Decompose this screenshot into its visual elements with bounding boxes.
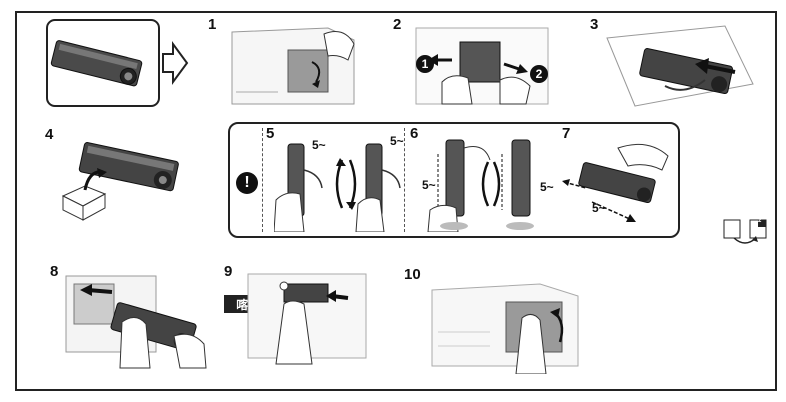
step-number-9: 9 bbox=[224, 263, 233, 280]
caution-divider bbox=[404, 128, 405, 232]
step-number-5: 5 bbox=[266, 125, 275, 142]
shake-count-label: 5~ bbox=[390, 134, 404, 148]
shake-count-label: 5~ bbox=[422, 178, 436, 192]
step-number-2: 2 bbox=[393, 16, 402, 33]
step-number-1: 1 bbox=[208, 16, 217, 33]
page-turn-icon bbox=[722, 216, 768, 244]
shake-toner-caution-box bbox=[228, 122, 680, 238]
step2-illustration bbox=[412, 22, 552, 108]
shake-count-label: 5~ bbox=[592, 201, 606, 215]
shake-count-label: 5~ bbox=[312, 138, 326, 152]
step-number-8: 8 bbox=[50, 263, 59, 280]
caution-divider bbox=[262, 128, 263, 232]
step10-illustration bbox=[430, 282, 580, 374]
step-number-6: 6 bbox=[410, 125, 419, 142]
step2-marker-1: 1 bbox=[416, 55, 434, 73]
step4-illustration bbox=[55, 138, 195, 222]
step3-illustration bbox=[605, 24, 755, 110]
toner-overview-panel bbox=[45, 18, 190, 110]
step2-marker-2: 2 bbox=[530, 65, 548, 83]
step7-illustration bbox=[562, 140, 674, 230]
step-number-4: 4 bbox=[45, 126, 54, 143]
step5-illustration bbox=[274, 140, 404, 232]
step6-illustration bbox=[416, 134, 546, 232]
step9-illustration bbox=[244, 270, 370, 370]
caution-icon: ! bbox=[236, 172, 258, 194]
step8-illustration bbox=[62, 272, 210, 370]
step-number-10: 10 bbox=[404, 266, 421, 283]
shake-count-label: 5~ bbox=[540, 180, 554, 194]
step-number-7: 7 bbox=[562, 125, 571, 142]
step-number-3: 3 bbox=[590, 16, 599, 33]
page-badge-number: 2 bbox=[758, 218, 762, 224]
step1-illustration bbox=[228, 22, 358, 108]
